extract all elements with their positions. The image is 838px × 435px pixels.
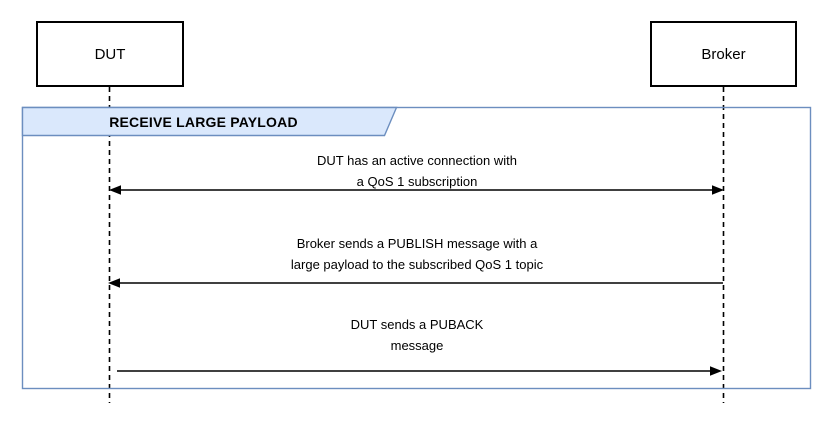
- arrowhead-right-3: [710, 366, 722, 376]
- actor-broker: Broker: [650, 21, 797, 87]
- actor-dut-label: DUT: [94, 45, 126, 63]
- message-label-2-line2: large payload to the subscribed QoS 1 to…: [290, 257, 544, 272]
- message-label-2-line1: Broker sends a PUBLISH message with a: [296, 236, 538, 251]
- message-label-1-line2: a QoS 1 subscription: [356, 174, 478, 189]
- frame-border: [21, 106, 812, 390]
- message-label-2: Broker sends a PUBLISH message with a la…: [167, 233, 667, 275]
- message-label-1-line1: DUT has an active connection with: [317, 153, 517, 168]
- actor-broker-label: Broker: [701, 45, 746, 63]
- message-label-3-line2: message: [390, 338, 444, 353]
- actor-dut: DUT: [36, 21, 184, 87]
- arrowhead-right-1: [712, 185, 724, 195]
- message-label-3-line1: DUT sends a PUBACK: [350, 317, 484, 332]
- arrowhead-left-2: [108, 278, 120, 288]
- message-label-3: DUT sends a PUBACK message: [167, 314, 667, 356]
- frame-title: RECEIVE LARGE PAYLOAD: [109, 113, 298, 130]
- message-arrow-2: [108, 278, 723, 288]
- message-arrow-1: [109, 185, 724, 195]
- frame-label-tab: [21, 106, 398, 137]
- arrowhead-left-1: [109, 185, 121, 195]
- message-arrow-3: [117, 366, 722, 376]
- message-label-1: DUT has an active connection with a QoS …: [167, 150, 667, 192]
